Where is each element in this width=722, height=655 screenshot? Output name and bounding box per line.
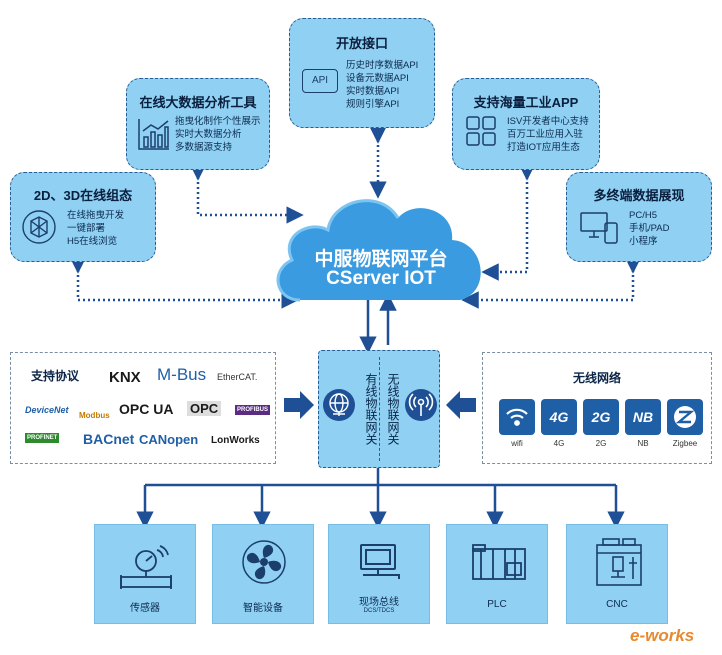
logo-bacnet: BACnet: [83, 431, 135, 447]
connector-industry-app: [481, 163, 536, 281]
2g-icon-text: 2G: [591, 409, 611, 425]
globe-icon: [329, 393, 349, 416]
logo-lonworks: LonWorks: [211, 435, 260, 446]
logo-modbus: Modbus: [79, 411, 110, 420]
config-line: 在线拖曳开发: [67, 210, 125, 221]
protocols-title: 支持协议: [31, 369, 80, 383]
4g-icon-text: 4G: [549, 409, 569, 425]
wifi-icon: [499, 399, 535, 435]
open-api-line: 规则引擎API: [346, 99, 400, 110]
bigdata-line: 多数据源支持: [175, 142, 233, 153]
fieldbus-label: 现场总线: [359, 597, 399, 608]
sensor-icon: [120, 545, 172, 589]
multi-terminal-line: 小程序: [629, 236, 658, 247]
fieldbus-sublabel: DCS/TDCS: [363, 608, 395, 614]
logo-mbus: M-Bus: [157, 365, 207, 384]
bubble-open-api: 开放接口 API 历史时序数据API 设备元数据API 实时数据API 规则引擎…: [289, 18, 435, 128]
platform-subtitle: CServer IOT: [326, 268, 436, 289]
wireless-gateway-label: 无线物联网关: [386, 373, 400, 445]
logo-devicenet: DeviceNet: [25, 405, 69, 415]
industry-app-line: 打造IOT应用生态: [507, 142, 580, 153]
multi-terminal-lines: PC/H5 手机/PAD 小程序: [629, 209, 669, 248]
arrow-protocols-in: [284, 391, 314, 419]
config-line: 一键部署: [67, 223, 106, 234]
wireless-panel: 无线网络 4G 2G NB wifi 4G 2G NB Zigbee: [482, 352, 712, 464]
logo-opcua: OPC UA: [119, 401, 174, 417]
wireless-gateway-icon: [405, 389, 437, 421]
wifi-label: wifi: [511, 439, 523, 448]
bubble-industry-app: 支持海量工业APP ISV开发者中心支持 百万工业应用入驻 打造IOT应用生态: [452, 78, 600, 170]
logo-profinet: PROFINET: [25, 433, 60, 443]
bubble-multi-terminal: 多终端数据展现 PC/H5 手机/PAD 小程序: [566, 172, 712, 262]
4g-label: 4G: [553, 439, 565, 448]
cloud-shape: [276, 199, 481, 302]
wireless-title: 无线网络: [572, 371, 621, 385]
gateway-panel: 有线物联网关 无线物联网关: [318, 350, 440, 468]
open-api-title: 开放接口: [335, 36, 388, 51]
device-cnc: CNC: [566, 524, 668, 624]
device-sensor: 传感器: [94, 524, 196, 624]
multi-terminal-line: 手机/PAD: [629, 223, 670, 234]
monitor-icon: [360, 544, 400, 579]
industry-app-line: ISV开发者中心支持: [507, 116, 589, 127]
2g-icon: 2G: [583, 399, 619, 435]
devices-icon: [580, 212, 618, 244]
device-plc: PLC: [446, 524, 548, 624]
open-api-line: 实时数据API: [346, 86, 400, 97]
config-line: H5在线浏览: [67, 236, 118, 247]
bubble-config: 2D、3D在线组态 在线拖曳开发 一键部署 H5在线浏览: [10, 172, 156, 262]
cnc-label: CNC: [606, 599, 628, 610]
api-icon: API: [302, 69, 338, 93]
config-title: 2D、3D在线组态: [33, 188, 133, 203]
zigbee-icon: [667, 399, 703, 435]
plc-icon: [472, 544, 526, 580]
logo-ethercat: EtherCAT.: [217, 372, 258, 382]
bigdata-lines: 拖曳化制作个性展示 实时大数据分析 多数据源支持: [175, 115, 261, 154]
nb-icon-text: NB: [632, 409, 654, 425]
smart-device-label: 智能设备: [243, 603, 283, 614]
logo-canopen: CANopen: [139, 432, 199, 447]
antenna-icon: [408, 393, 434, 416]
zigbee-label: Zigbee: [672, 439, 698, 448]
multi-terminal-title: 多终端数据展现: [593, 188, 685, 203]
network-node-icon: [22, 210, 56, 244]
wired-gateway-label: 有线物联网关: [364, 373, 378, 445]
multi-terminal-line: PC/H5: [629, 210, 657, 221]
2g-label: 2G: [595, 439, 607, 448]
bubble-bigdata: 在线大数据分析工具 拖曳化制作个性展示 实时大数据分析 多数据源支持: [126, 78, 270, 170]
wired-gateway-icon: [323, 389, 355, 421]
watermark-logo: e-works: [630, 626, 695, 645]
arrow-wireless-in: [446, 391, 476, 419]
fan-icon: [242, 540, 286, 584]
4g-icon: 4G: [541, 399, 577, 435]
app-grid-icon: [466, 116, 496, 146]
logo-opc: OPC: [187, 401, 222, 416]
logo-knx: KNX: [109, 369, 141, 386]
device-fieldbus: 现场总线 DCS/TDCS: [328, 524, 430, 624]
config-lines: 在线拖曳开发 一键部署 H5在线浏览: [67, 209, 124, 248]
open-api-lines: 历史时序数据API 设备元数据API 实时数据API 规则引擎API: [346, 59, 418, 111]
chart-icon: [138, 119, 169, 150]
open-api-line: 历史时序数据API: [346, 60, 419, 71]
platform-name: 中服物联网平台: [314, 249, 448, 270]
industry-app-title: 支持海量工业APP: [473, 95, 579, 110]
bigdata-line: 拖曳化制作个性展示: [175, 116, 261, 127]
industry-app-line: 百万工业应用入驻: [507, 129, 584, 140]
bigdata-line: 实时大数据分析: [175, 129, 242, 140]
open-api-line: 设备元数据API: [346, 73, 409, 84]
plc-label: PLC: [487, 599, 507, 610]
device-smart: 智能设备: [212, 524, 314, 624]
cnc-icon: [596, 538, 642, 586]
gateway-divider: [379, 357, 380, 461]
connector-config: [69, 256, 299, 309]
connector-multi-terminal: [461, 256, 642, 309]
protocols-panel: 支持协议 KNX M-Bus EtherCAT. DeviceNet Modbu…: [10, 352, 276, 464]
sensor-label: 传感器: [130, 603, 160, 614]
logo-profibus: PROFIBUS: [235, 405, 271, 415]
nb-label: NB: [637, 439, 649, 448]
industry-app-lines: ISV开发者中心支持 百万工业应用入驻 打造IOT应用生态: [507, 115, 589, 154]
nb-icon: NB: [625, 399, 661, 435]
bigdata-title: 在线大数据分析工具: [139, 95, 257, 110]
